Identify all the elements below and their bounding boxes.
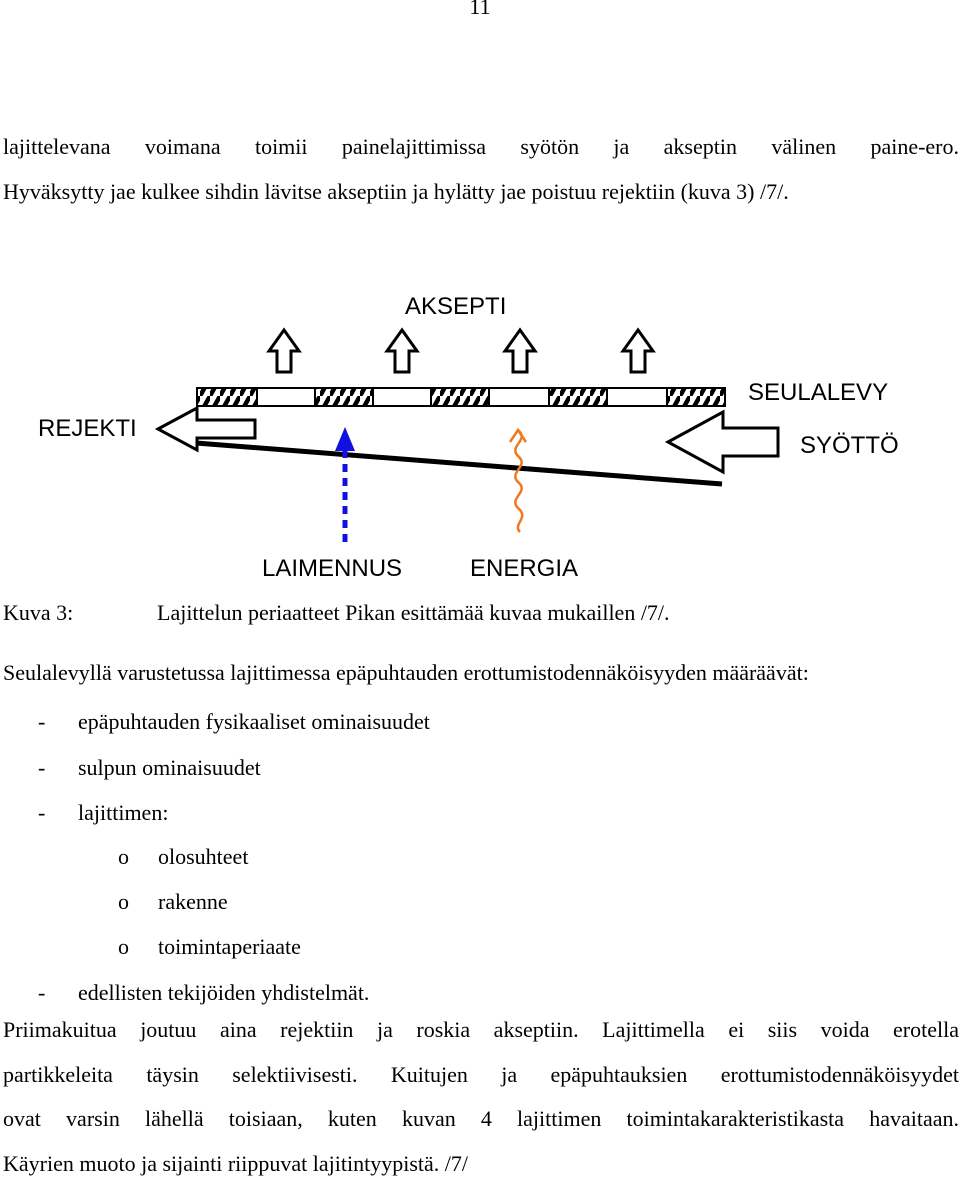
sublist-item-text: olosuhteet [158, 844, 249, 869]
paragraph-line: lajittelevana voimana toimii painelajitt… [3, 134, 959, 159]
sublist-item-text: toimintaperiaate [158, 934, 301, 959]
paragraph-selectivity: Priimakuitua joutuu aina rejektiin ja ro… [3, 1008, 959, 1187]
aksepti-arrow-3-icon [502, 327, 538, 374]
laimennus-label: LAIMENNUS [262, 555, 402, 582]
seulalevy-label: SEULALEVY [748, 379, 888, 406]
list-bullet: - [38, 980, 46, 1005]
sublist-bullet: o [118, 844, 129, 869]
list-item-text: edellisten tekijöiden yhdistelmät. [78, 980, 370, 1005]
aksepti-arrow-4-icon [620, 327, 656, 374]
caption-label: Kuva 3: [3, 600, 74, 625]
screening-principle-diagram: AKSEPTI SEULALEVY REJEKTI SYÖTTÖ LAIMENN… [38, 293, 899, 582]
paragraph-line: Priimakuitua joutuu aina rejektiin ja ro… [3, 1017, 959, 1042]
rejekti-label: REJEKTI [38, 415, 137, 442]
list-bullet: - [38, 800, 46, 825]
syotto-arrow-icon [664, 409, 780, 475]
list-item-text: epäpuhtauden fysikaaliset ominaisuudet [78, 709, 430, 734]
sublist-item-text: rakenne [158, 889, 228, 914]
paragraph-line: Käyrien muoto ja sijainti riippuvat laji… [3, 1151, 468, 1177]
seulalevy-screen-plate [196, 387, 726, 407]
list-bullet: - [38, 755, 46, 780]
syotto-label: SYÖTTÖ [800, 432, 899, 459]
sublist-bullet: o [118, 889, 129, 914]
laimennus-arrow-icon [335, 427, 355, 542]
paragraph-line: Hyväksytty jae kulkee sihdin lävitse aks… [3, 178, 789, 204]
energia-label: ENERGIA [470, 555, 578, 582]
list-item-text: lajittimen: [78, 800, 169, 825]
aksepti-arrow-2-icon [384, 327, 420, 374]
sublist-bullet: o [118, 934, 129, 959]
paragraph-intro-pressure: lajittelevana voimana toimii painelajitt… [3, 125, 959, 214]
aksepti-label: AKSEPTI [405, 293, 506, 320]
rejekti-arrow-icon [154, 405, 257, 453]
paragraph-line: ovat varsin lähellä toisiaan, kuten kuva… [3, 1106, 959, 1132]
list-intro: Seulalevyllä varustetussa lajittimessa e… [3, 660, 809, 685]
aksepti-arrow-1-icon [266, 327, 302, 374]
list-bullet: - [38, 709, 46, 734]
paragraph-line: partikkeleita täysin selektiivisesti. Ku… [3, 1061, 959, 1087]
energia-wave-icon [508, 427, 528, 533]
page-number: 11 [469, 0, 491, 19]
rotor-line [195, 440, 723, 487]
list-item-text: sulpun ominaisuudet [78, 755, 261, 780]
caption-text: Lajittelun periaatteet Pikan esittämää k… [157, 600, 670, 625]
